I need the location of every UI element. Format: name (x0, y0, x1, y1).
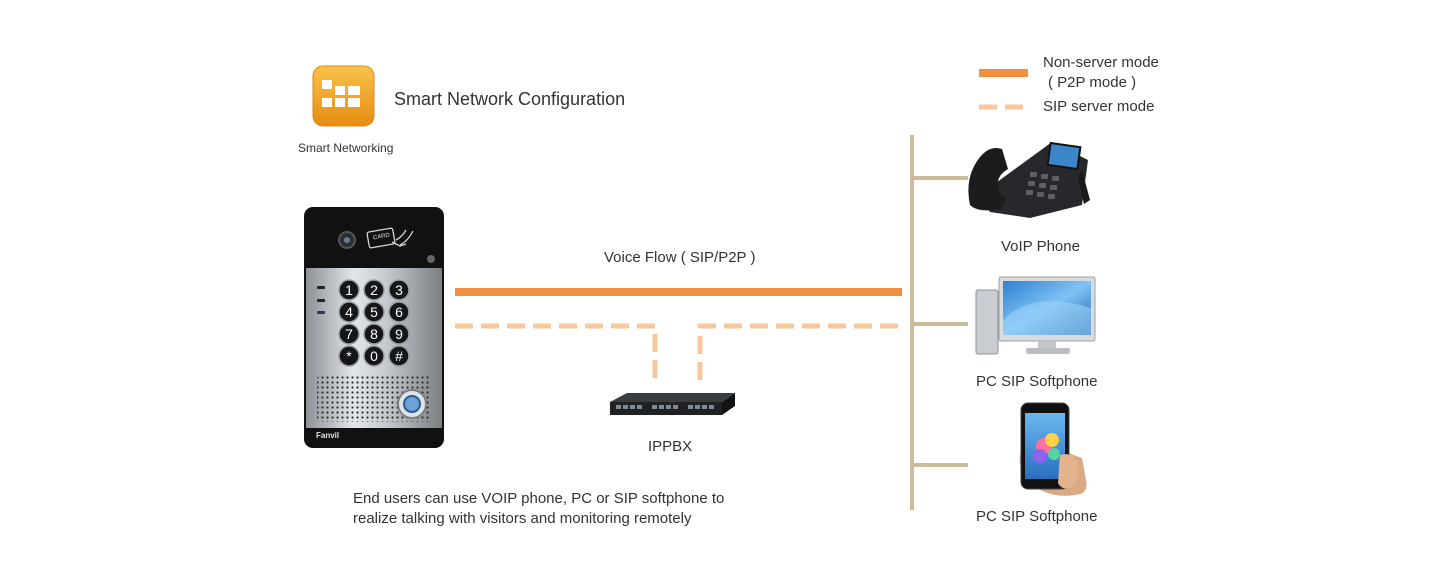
keypad-key (363, 345, 385, 367)
card-reader-icon (366, 227, 414, 249)
voip-phone-icon (968, 141, 1090, 218)
keypad-key (363, 323, 385, 345)
app-icon-label: Smart Networking (298, 141, 394, 155)
keypad-key (388, 345, 410, 367)
smartphone-icon (1019, 402, 1087, 496)
keypad-key-label: 9 (395, 326, 403, 342)
door-intercom-device: 1 2 3 4 5 6 7 8 9 * 0 # (304, 207, 444, 448)
sip-server-path (455, 323, 902, 380)
page-title: Smart Network Configuration (394, 89, 626, 109)
keypad-key-label: 0 (370, 348, 378, 364)
desktop-computer-icon (975, 276, 1096, 355)
keypad-key-label: 6 (395, 304, 403, 320)
keypad-key (388, 301, 410, 323)
keypad-key-label: 1 (345, 282, 353, 298)
description-line-2: realize talking with visitors and monito… (353, 510, 692, 527)
keypad-key (388, 279, 410, 301)
keypad-key (363, 301, 385, 323)
keypad-key (388, 323, 410, 345)
description-line-1: End users can use VOIP phone, PC or SIP … (353, 490, 725, 507)
keypad-key-label: 8 (370, 326, 378, 342)
keypad-key-label: * (346, 348, 352, 364)
keypad-key (338, 301, 360, 323)
endpoint-label-voip-phone: VoIP Phone (1001, 238, 1080, 255)
keypad-key (363, 279, 385, 301)
smart-networking-icon (312, 65, 375, 127)
ippbx-label: IPPBX (648, 438, 693, 455)
keypad-key (338, 323, 360, 345)
endpoint-label-mobile-softphone: PC SIP Softphone (976, 508, 1098, 525)
keypad-key-label: 5 (370, 304, 378, 320)
keypad-key-label: 2 (370, 282, 378, 298)
endpoint-label-pc-softphone: PC SIP Softphone (976, 373, 1098, 390)
keypad-key-label: # (395, 348, 403, 364)
ippbx-device-icon (610, 393, 735, 415)
network-bus (910, 135, 968, 510)
legend-dashed-label: SIP server mode (1043, 98, 1155, 115)
legend-solid-sublabel: ( P2P mode ) (1048, 74, 1137, 91)
keypad-key-label: 3 (395, 282, 403, 298)
intercom-brand-label: Fanvil (316, 431, 340, 440)
keypad-key-label: 7 (345, 326, 353, 342)
keypad-key-label: 4 (345, 304, 353, 320)
voice-flow-label: Voice Flow ( SIP/P2P ) (604, 249, 756, 266)
keypad-grid: 1 2 3 4 5 6 7 8 9 * 0 # (338, 279, 410, 367)
keypad-key (338, 345, 360, 367)
keypad-key (338, 279, 360, 301)
legend-solid-label: Non-server mode (1043, 54, 1159, 71)
